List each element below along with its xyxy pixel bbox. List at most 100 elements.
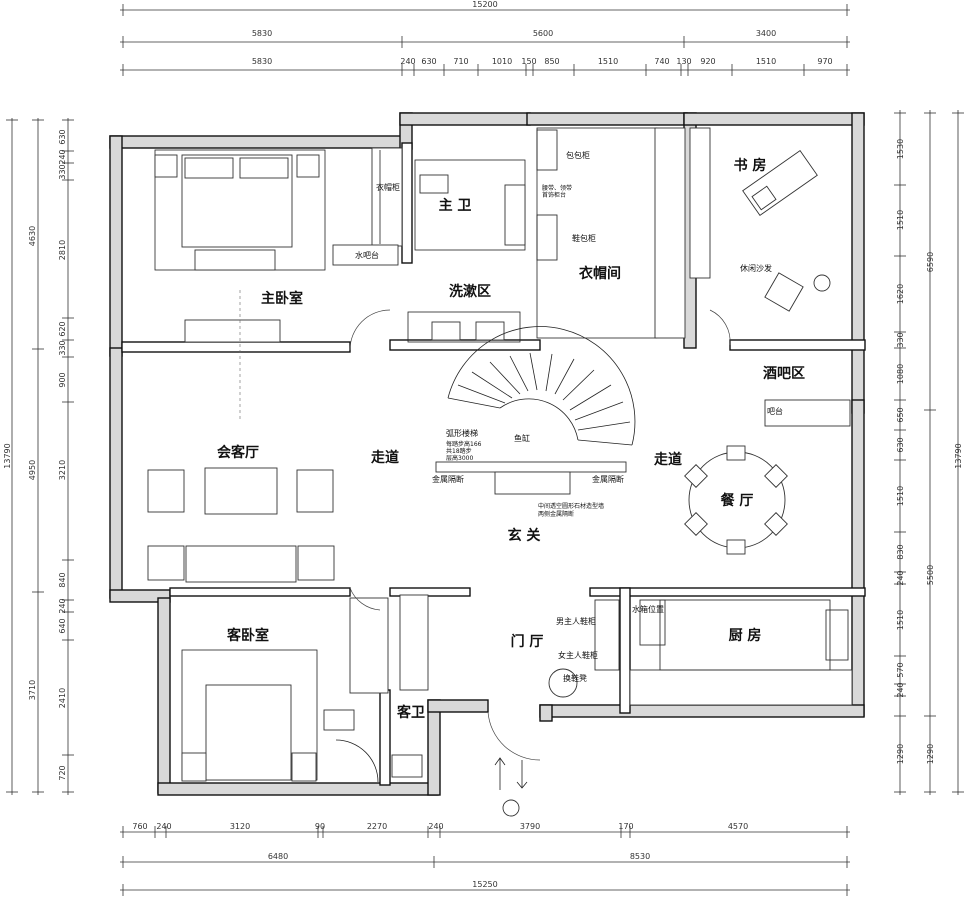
room-bar-area: 酒吧区 [763,366,805,382]
left-total-dim: 13790 [3,443,12,468]
right2-dim-13: 240 [896,682,905,697]
label-water-filter: 水箱位置 [632,604,664,614]
top2-dim-13: 970 [817,57,832,66]
left2-dim-7: 900 [58,372,67,387]
right-dim-2: 5500 [926,565,935,585]
label-stair-note3: 层高3000 [446,454,473,462]
label-stair: 弧形楼梯 [446,428,478,438]
label-male-shoe: 男主人鞋柜 [556,616,596,626]
walls [109,112,866,796]
bottom-dim-9: 4570 [728,822,748,831]
top2-dim-7: 850 [544,57,559,66]
left2-dim-4: 2810 [58,240,67,260]
label-leisure-sofa: 休闲沙发 [740,263,772,273]
bath-fixtures [407,159,526,343]
bottom-dimensions: 760 240 3120 90 2270 240 3790 170 4570 6… [120,822,850,896]
room-foyer: 门 厅 [511,633,544,650]
right2-dim-2: 1510 [896,210,905,230]
left2-dim-9: 840 [58,572,67,587]
right2-dim-7: 630 [896,437,905,452]
left-dim-1: 4630 [28,226,37,246]
left2-dim-8: 3210 [58,460,67,480]
label-stair-note2: 共18踏步 [446,447,472,455]
bottom2-dim-2: 8530 [630,852,650,861]
label-shoe-bag: 鞋包柜 [572,233,596,243]
bottom-dim-2: 240 [156,822,171,831]
left2-dim-6: 330 [58,340,67,355]
left2-dim-2: 240 [58,149,67,164]
foyer-furniture [548,599,620,698]
right2-dim-6: 650 [896,407,905,422]
top2-dim-3: 630 [421,57,436,66]
top2-dim-4: 710 [453,57,468,66]
label-stair-note1: 每踏步高166 [446,440,482,448]
top2-dim-5: 1010 [492,57,512,66]
bottom2-dim-1: 6480 [268,852,288,861]
label-bag-cabinet: 包包柜 [566,150,590,160]
room-guest-bedroom: 客卧室 [226,627,269,644]
kitchen-furniture [629,599,853,706]
right-dim-1: 6590 [926,252,935,272]
left2-dim-12: 2410 [58,688,67,708]
right2-dim-10: 240 [896,570,905,585]
bottom-total-dim: 15250 [472,880,497,889]
bottom-dim-5: 2270 [367,822,387,831]
top-dim-2: 5600 [533,29,553,38]
label-shoe-bench: 换鞋凳 [563,673,587,683]
guest-bath-fixtures [323,594,429,783]
top2-dim-9: 740 [654,57,669,66]
left-dimensions: 13790 4630 4950 3710 630 240 330 2810 62… [3,118,74,795]
room-kitchen: 厨 房 [729,627,762,644]
top-total-dim: 15200 [472,0,497,9]
left2-dim-3: 330 [58,164,67,179]
entrance-partition [435,461,627,495]
right-dim-3: 1290 [926,744,935,764]
label-center-wall-note1: 中间透空圆形石材造型墙 [538,502,604,510]
bar-furniture [764,399,851,427]
top-dimensions: 15200 5830 5600 3400 5830 240 630 710 10… [120,0,850,76]
room-study: 书 房 [734,157,767,174]
right2-dim-8: 1510 [896,486,905,506]
room-corridor-right: 走道 [654,451,682,468]
left2-dim-1: 630 [58,129,67,144]
right2-dim-1: 1530 [896,139,905,159]
label-center-wall-note2: 两侧金属隔断 [538,510,574,518]
top2-dim-11: 920 [700,57,715,66]
right-dimensions: 1530 1510 1620 330 1080 650 630 1510 830… [894,110,964,795]
left-dim-3: 3710 [28,680,37,700]
cloakroom-furniture [536,127,711,339]
living-room-furniture [147,467,335,583]
right-total-dim: 13790 [954,443,963,468]
dining-table [684,445,788,555]
top2-dim-8: 1510 [598,57,618,66]
top2-dim-12: 1510 [756,57,776,66]
bottom-dim-7: 3790 [520,822,540,831]
bottom-dim-8: 170 [618,822,633,831]
top2-dim-2: 240 [400,57,415,66]
room-entrance: 玄 关 [508,527,541,544]
right2-dim-9: 830 [896,544,905,559]
master-bed [154,149,326,420]
label-bar-counter: 吧台 [767,406,783,416]
guest-bed [181,597,389,782]
wardrobe [332,147,403,266]
label-metal-partition-right: 金属隔断 [592,474,624,484]
top-dim-1: 5830 [252,29,272,38]
annotation-labels: 衣帽柜 水吧台 包包柜 腰带、领带首饰柜台 鞋包柜 休闲沙发 吧台 弧形楼梯 每… [355,150,783,683]
door-swings [349,309,731,761]
label-wardrobe: 衣帽柜 [376,182,400,192]
room-guest-bath: 客卫 [396,704,425,721]
label-metal-partition-left: 金属隔断 [432,474,464,484]
left2-dim-10: 240 [58,598,67,613]
room-cloakroom: 衣帽间 [579,265,621,282]
right2-dim-14: 1290 [896,744,905,764]
entrance-arrows-icon [494,757,528,817]
right2-dim-12: 570 [896,662,905,677]
bottom-dim-4: 90 [315,822,325,831]
room-master-bedroom: 主卧室 [261,290,303,307]
room-corridor-left: 走道 [371,449,399,466]
room-living-room: 会客厅 [217,444,259,461]
label-female-shoe: 女主人鞋柜 [558,650,598,660]
top-dim-3: 3400 [756,29,776,38]
